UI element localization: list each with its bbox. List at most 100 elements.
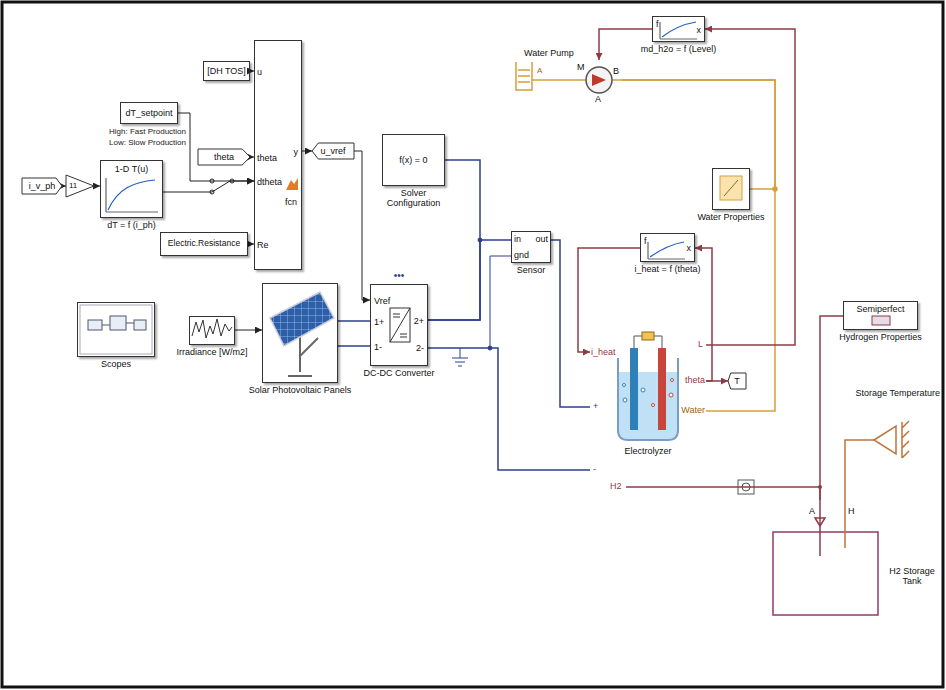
- physical-line: [706, 487, 820, 500]
- subsystem-icon: [80, 305, 152, 354]
- lookup-table-block: 1-D T(u)dT = f (i_ph): [100, 160, 163, 218]
- electrolyzer-illustration: [630, 348, 638, 430]
- water-reservoir: [532, 79, 586, 81]
- port-label: in: [514, 234, 521, 244]
- dc-dc-icon: [390, 308, 410, 342]
- block-outline: [312, 143, 354, 159]
- pump-symbol: [592, 74, 606, 86]
- signal-line: [178, 113, 254, 181]
- signal-builder-icon: [192, 319, 232, 338]
- pump-symbol: [586, 67, 612, 93]
- subsystem-icon: [102, 323, 134, 325]
- storage-tank-drawing: [815, 518, 825, 526]
- dc-dc-icon: [390, 308, 410, 342]
- port-label: H2 Storage Tank: [883, 566, 941, 587]
- lookup-curve-icon: [108, 180, 155, 210]
- water-reservoir: [516, 62, 532, 90]
- water-properties-block: Water Properties: [712, 168, 750, 210]
- signal-builder-block: Irradiance [W/m2]: [189, 316, 235, 345]
- water-properties-icon: [724, 180, 738, 196]
- port-label: M: [577, 62, 585, 72]
- port-label: theta: [685, 375, 705, 385]
- port-label: H2: [610, 481, 622, 491]
- block-name: DC-DC Converter: [363, 368, 434, 378]
- scopes-subsystem: Scopes: [77, 302, 155, 357]
- voltage-sensor-block: inoutgndSensor: [511, 231, 551, 263]
- electrolyzer-illustration: [652, 404, 655, 407]
- from-tag-block: i_v_ph: [22, 178, 62, 194]
- goto-tag-block: [DH TOS]: [203, 61, 250, 81]
- electrolyzer-illustration: [619, 372, 677, 439]
- thermal-reference-symbol: [874, 426, 896, 454]
- block-name: Hydrogen Properties: [839, 332, 922, 342]
- signal-line: [302, 151, 312, 152]
- storage-tank-block: AHH2 Storage Tank: [773, 500, 883, 618]
- port-label: theta: [257, 153, 277, 163]
- storage-tank-drawing: [844, 500, 846, 548]
- subsystem-icon: [80, 305, 152, 354]
- constant-block: dT_setpoint: [120, 102, 178, 124]
- solar-panel-illustration: [270, 292, 334, 376]
- thermal-reference-symbol: [850, 421, 909, 458]
- port-label: Vref: [374, 296, 390, 306]
- port-label: x: [687, 243, 692, 253]
- block-text: [DH TOS]: [207, 66, 246, 76]
- port-label: +: [593, 401, 598, 411]
- goto-tag-block: u_vref: [312, 143, 354, 159]
- port-label: f: [644, 236, 647, 246]
- port-label: 2-: [416, 343, 424, 353]
- water-pipe: [622, 80, 775, 411]
- port-label: Water: [681, 405, 705, 415]
- matlab-function-block: uthetadthetaReyfcn: [254, 40, 302, 270]
- storage-tank-drawing: [773, 485, 878, 615]
- port-label: f: [656, 19, 659, 29]
- port-label: Storage Temperature: [856, 388, 940, 398]
- block-name: md_h2o = f (Level): [641, 44, 716, 54]
- physical-line: [820, 316, 843, 500]
- dc-dc-converter-block: Vref1+1-2+2-DC-DC Converter: [370, 284, 428, 366]
- electrical-wire: [338, 320, 370, 322]
- lookup-curve-icon: [648, 242, 685, 259]
- pump-symbol: [586, 67, 612, 93]
- port-label: dtheta: [257, 177, 282, 187]
- water-properties-icon: [720, 176, 742, 200]
- port-label: 1-: [374, 342, 382, 352]
- block-text: dT_setpoint: [125, 108, 172, 118]
- electrolyzer-illustration: [641, 388, 645, 392]
- thermal-line: [845, 440, 850, 500]
- lookup-table-block: fxi_heat = f (theta): [640, 233, 695, 262]
- port-label: i_heat: [591, 347, 616, 357]
- block-outline: [198, 149, 250, 165]
- block-name: Sensor: [517, 265, 546, 275]
- block-name: Semiperfect: [844, 304, 917, 314]
- port-label: B: [613, 66, 619, 76]
- block-text: i_v_ph: [29, 181, 56, 191]
- matlab-logo: [286, 178, 298, 190]
- electrolyzer-illustration: [658, 348, 666, 430]
- electrical-wire: [428, 240, 511, 320]
- electrolyzer-illustration: [669, 393, 673, 397]
- signal-line: [235, 330, 262, 331]
- electrical-wire: [428, 348, 590, 470]
- block-outline: [22, 178, 62, 194]
- block-name: 1-D T(u): [101, 164, 162, 174]
- port-label: H: [848, 506, 855, 516]
- block-text: Electric.Resistance: [168, 239, 240, 249]
- lookup-curve-icon: [660, 22, 697, 39]
- solar-panel-illustration: [270, 292, 334, 346]
- matlab-logo: [286, 178, 298, 190]
- from-tag-block: theta: [198, 149, 250, 165]
- lookup-curve-icon: [106, 22, 697, 259]
- electrical-wire: [428, 160, 480, 320]
- water-reservoir: [516, 62, 777, 191]
- port-label: x: [697, 25, 702, 35]
- port-label: y: [294, 147, 299, 157]
- signal-builder-icon: [192, 319, 232, 338]
- port-label: Re: [257, 240, 269, 250]
- block-text: f(x) = 0: [399, 155, 427, 165]
- water-pipe: [622, 80, 775, 189]
- port-label: A: [595, 94, 601, 104]
- subsystem-icon: [88, 320, 102, 330]
- electrolyzer-illustration: [623, 398, 627, 402]
